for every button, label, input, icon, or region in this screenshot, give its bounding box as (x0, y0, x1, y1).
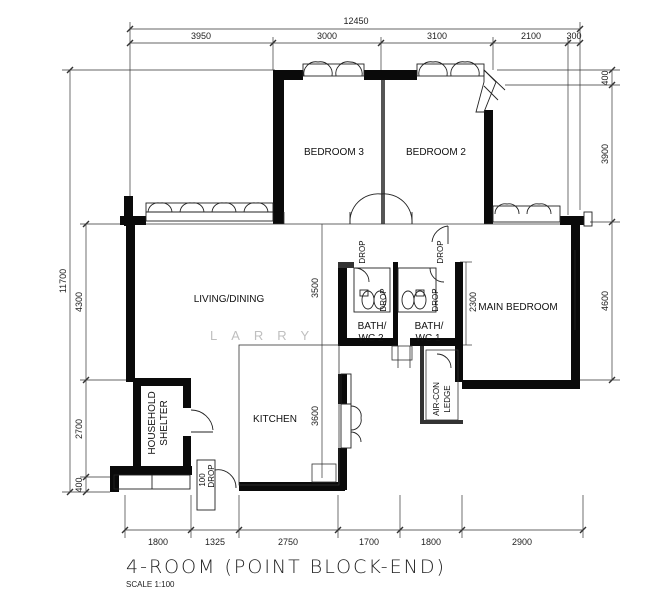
dim-left-1: 4300 (74, 292, 84, 312)
dim-top-3: 3100 (427, 31, 447, 41)
drop-label-entrance: DROP (207, 464, 216, 487)
dim-interior-kitchen: 3600 (310, 406, 320, 426)
dim-bottom-5: 1800 (421, 537, 441, 547)
room-bedroom-3: BEDROOM 3 (304, 147, 364, 158)
room-bedroom-2: BEDROOM 2 (406, 147, 466, 158)
room-shelter-line2: SHELTER (159, 400, 170, 445)
room-living-dining: LIVING/DINING (194, 294, 265, 305)
door-swings (190, 193, 452, 511)
dim-bottom-2: 1325 (205, 537, 225, 547)
room-aircon-line1: AIR-CON (432, 382, 441, 416)
dim-top-1: 3950 (191, 31, 211, 41)
drop-label-bath-2-inner: DROP (379, 288, 388, 311)
dim-bottom-1: 1800 (148, 537, 168, 547)
dim-interior-bedroom: 2300 (468, 292, 478, 312)
dimension-ticks (66, 25, 616, 534)
dim-overall-height: 11700 (58, 269, 68, 293)
walls (110, 70, 584, 492)
plan-title: 4-ROOM (POINT BLOCK-END) (126, 556, 446, 578)
room-bath-1-line2: WC 1 (416, 333, 441, 344)
dim-top-4: 2100 (521, 31, 541, 41)
room-bath-1-line1: BATH/ (415, 321, 444, 332)
drop-label-bath-1: DROP (436, 240, 445, 263)
room-aircon-line2: LEDGE (443, 385, 452, 412)
dim-left-3: 400 (74, 477, 84, 492)
watermark: LARRY (210, 328, 323, 343)
room-kitchen: KITCHEN (253, 414, 297, 425)
dim-left-2: 2700 (74, 419, 84, 439)
windows (113, 61, 593, 490)
bathroom-fixtures (353, 267, 437, 313)
room-shelter-line1: HOUSEHOLD (147, 391, 158, 454)
drop-label-bath-1-inner: DROP (431, 288, 440, 311)
room-main-bedroom: MAIN BEDROOM (478, 302, 557, 313)
dim-bottom-3: 2750 (278, 537, 298, 547)
dim-bottom-4: 1700 (359, 537, 379, 547)
dim-right-2: 3900 (600, 144, 610, 164)
dim-overall-width: 12450 (343, 16, 368, 26)
dim-bottom-6: 2900 (512, 537, 532, 547)
plan-scale: SCALE 1:100 (126, 580, 175, 589)
dim-top-2: 3000 (317, 31, 337, 41)
dim-top-5: 300 (566, 31, 581, 41)
drop-label-bath-2: DROP (358, 240, 367, 263)
room-outlines (146, 212, 560, 486)
dim-interior-living: 3500 (310, 278, 320, 298)
room-bath-2-line2: WC 2 (359, 333, 384, 344)
dim-label-entrance-100: 100 (198, 473, 207, 487)
dim-right-1: 400 (600, 70, 610, 85)
dim-right-3: 4600 (600, 291, 610, 311)
room-bath-2-line1: BATH/ (358, 321, 387, 332)
